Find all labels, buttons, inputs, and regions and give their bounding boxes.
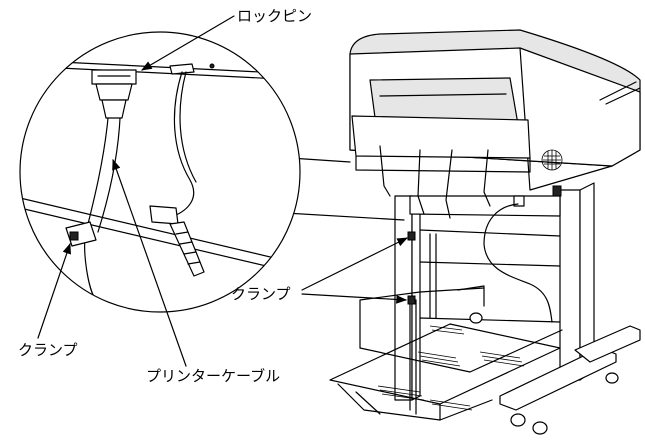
leader-lock-pin-arrow-icon [141,15,235,71]
label-printer-cable: プリンターケーブル [146,367,280,385]
clamp-on-stand [407,295,416,305]
leader-clamp-stand-upper-arrow-icon [301,237,408,291]
printer-cable-stand [483,203,553,323]
label-lock-pin: ロックピン [237,7,312,25]
label-clamp-stand: クランプ [231,285,291,303]
paper-guides [379,145,491,219]
stand-frame [394,182,641,435]
leader-clamp-detail-arrow-icon [37,242,71,339]
detail-callout [19,31,405,313]
label-clamp-detail: クランプ [18,341,78,359]
printer-body [349,29,641,217]
paper-basket [329,285,563,421]
leader-clamp-stand-lower-arrow-icon [301,293,408,304]
leader-printer-cable-arrow-icon [112,158,187,367]
printer-illustration [329,29,641,435]
